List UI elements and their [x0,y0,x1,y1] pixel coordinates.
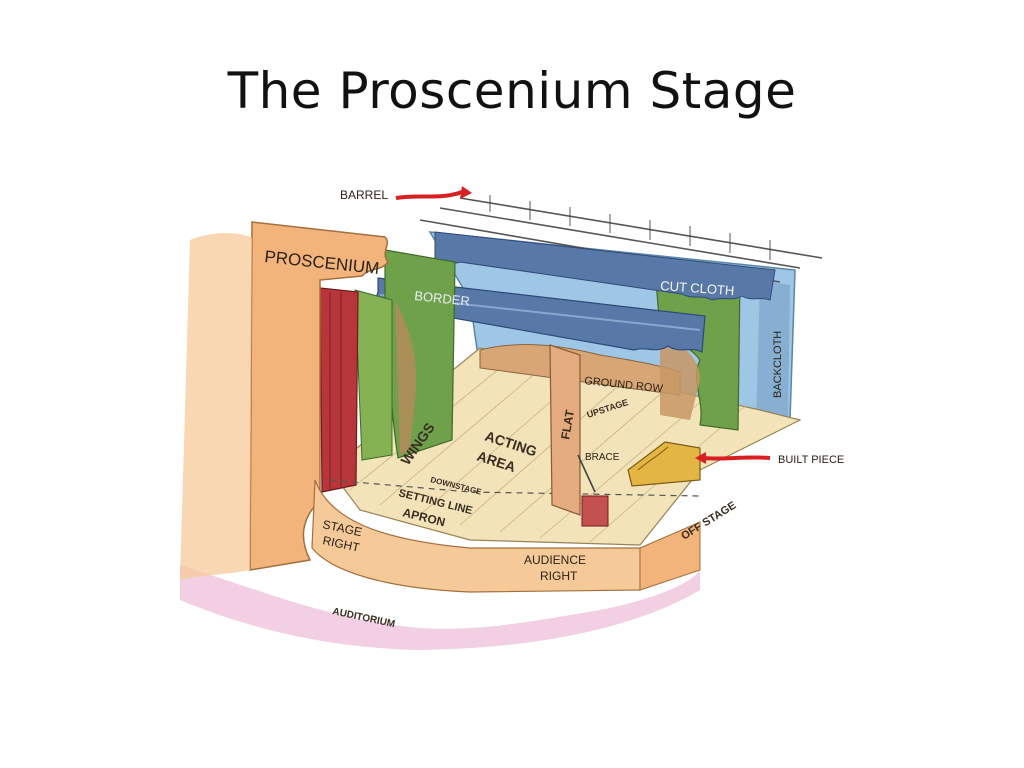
backcloth-label: BACKCLOTH [772,331,784,398]
brace-label: BRACE [585,452,620,463]
audience-label: AUDIENCE [524,553,586,567]
border-label: BORDER [414,288,471,309]
barrel-label: BARREL [340,188,388,202]
built-piece-arrow [703,455,771,461]
proscenium-arch [249,221,389,571]
built-piece-label: BUILT PIECE [778,454,844,466]
house-curtain [319,287,359,493]
flat [549,344,581,516]
wing-inner [354,289,393,461]
barrel-arrow [395,190,463,200]
built-piece [627,441,701,487]
flat-label: FLAT [558,408,577,440]
brace [577,454,596,493]
slide-title: The Proscenium Stage [227,62,797,120]
cut-cloth-label: CUT CLOTH [660,278,735,298]
audience-right-label: RIGHT [540,569,578,583]
off-stage-label: OFF STAGE [679,499,738,542]
auditorium-floor [180,565,700,650]
